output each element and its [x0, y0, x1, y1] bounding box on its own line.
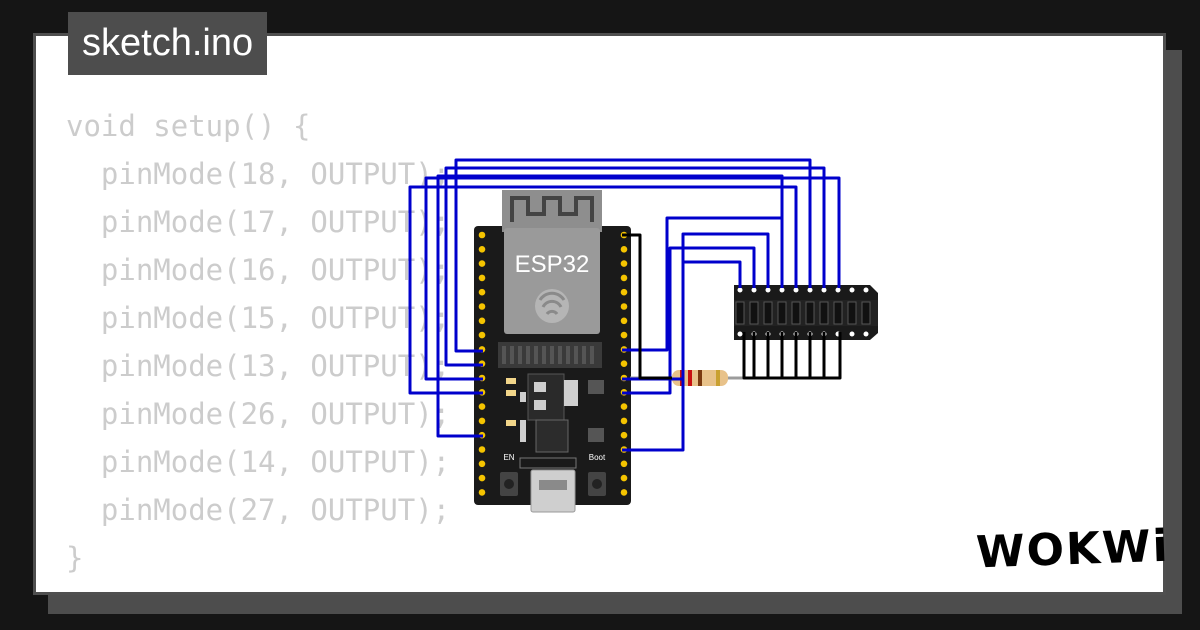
header-pin — [478, 460, 486, 468]
led-pin — [737, 331, 743, 337]
header-pin — [620, 288, 628, 296]
wokwi-logo: WOKWi — [975, 520, 1171, 579]
led-segment — [847, 301, 857, 325]
header-pin — [478, 403, 486, 410]
header-pin — [620, 474, 628, 482]
led-pin — [849, 287, 855, 293]
led-pin — [751, 287, 757, 293]
header-pin — [478, 331, 486, 339]
header-pin — [478, 317, 486, 325]
header-pin — [478, 417, 486, 425]
header-pin — [620, 331, 628, 339]
file-tab[interactable]: sketch.ino — [68, 12, 268, 75]
header-pin — [620, 489, 628, 496]
led-pin — [849, 331, 855, 337]
header-pin — [478, 231, 486, 239]
header-pin — [478, 260, 486, 267]
led-pin — [863, 287, 869, 293]
boot-label: Boot — [589, 453, 606, 462]
header-pin — [620, 317, 628, 325]
code-line: pinMode(14, OUTPUT); — [66, 445, 451, 479]
led-pin — [821, 287, 827, 293]
header-pin — [620, 460, 628, 468]
code-line: } — [66, 541, 84, 575]
header-pin — [620, 417, 628, 425]
led-segment — [777, 301, 787, 325]
file-tab-label: sketch.ino — [82, 22, 254, 64]
led-pin — [737, 287, 743, 293]
header-pin — [478, 288, 486, 296]
led-pin — [807, 287, 813, 293]
header-pin — [620, 431, 628, 439]
code-line: pinMode(26, OUTPUT); — [66, 397, 451, 431]
led-segment — [763, 301, 773, 325]
code-line: pinMode(27, OUTPUT); — [66, 493, 451, 527]
led-pin — [779, 287, 785, 293]
code-line: void setup() { — [66, 109, 311, 143]
led-bar-graph[interactable] — [734, 285, 878, 340]
header-pin — [620, 303, 628, 310]
usb-chip — [535, 419, 569, 453]
header-pin — [478, 303, 486, 310]
header-pin — [620, 360, 628, 368]
led-pin — [835, 287, 841, 293]
led-pin — [863, 331, 869, 337]
esp32-board[interactable]: ESP32 — [474, 190, 631, 513]
header-pin — [478, 446, 486, 453]
espressif-logo-icon — [535, 289, 569, 323]
ground-wires — [622, 233, 842, 380]
header-pin — [478, 489, 486, 496]
code-line: pinMode(18, OUTPUT); — [66, 157, 451, 191]
micro-usb-port — [530, 469, 576, 513]
header-pin — [478, 274, 486, 282]
header-pin — [620, 274, 628, 282]
header-pin — [620, 246, 628, 253]
header-pin — [478, 474, 486, 482]
led-segment — [819, 301, 829, 325]
led-segment — [735, 301, 745, 325]
led-segment — [749, 301, 759, 325]
header-pin — [620, 260, 628, 267]
led-segment — [791, 301, 801, 325]
header-pin — [478, 246, 486, 253]
led-segment — [805, 301, 815, 325]
esp32-label: ESP32 — [515, 251, 590, 278]
en-label: EN — [503, 453, 514, 462]
led-pin — [765, 287, 771, 293]
led-segment — [833, 301, 843, 325]
signal-wires — [408, 158, 841, 452]
esp32-module — [504, 228, 600, 334]
led-segment — [861, 301, 871, 325]
header-pin — [620, 403, 628, 410]
led-pin — [793, 287, 799, 293]
